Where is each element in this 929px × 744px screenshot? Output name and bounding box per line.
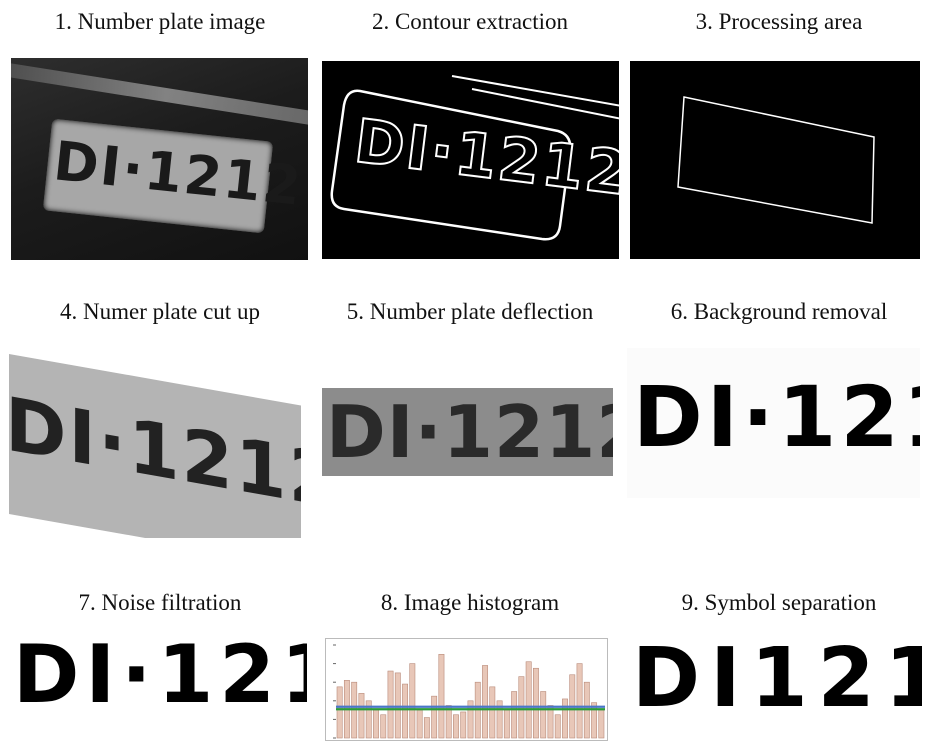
number-plate-photo: DI·1212: [11, 58, 308, 260]
caption-step-6: 6. Background removal: [624, 299, 929, 325]
histogram-bar: [461, 712, 466, 738]
histogram-bar: [373, 710, 378, 738]
plate-cutout-body: DI·1212: [9, 354, 301, 538]
binarized-characters: DI·1212: [633, 368, 920, 466]
car-chrome-strip: [11, 62, 308, 127]
histogram-bar: [453, 715, 458, 738]
histogram-bar: [591, 703, 596, 738]
histogram-bar: [577, 664, 582, 738]
histogram-bar: [402, 684, 407, 738]
caption-step-5: 5. Number plate deflection: [315, 299, 625, 325]
separated-symbols: DI1212: [632, 643, 922, 718]
image-histogram: [325, 638, 608, 741]
symbol-separation-image: DI1212: [632, 643, 922, 718]
deflection-characters: DI·1212: [326, 390, 613, 474]
histogram-bar: [381, 715, 386, 738]
histogram-bar: [395, 673, 400, 738]
filtered-characters: DI·1212: [13, 638, 307, 716]
histogram-bar: [511, 692, 516, 739]
histogram-bar: [359, 693, 364, 738]
histogram-bar: [424, 718, 429, 738]
plate-body: DI·1212: [43, 119, 273, 234]
cutout-characters: DI·1212: [9, 381, 301, 526]
plate-cutout-image: DI·1212: [9, 348, 301, 538]
histogram-bar: [504, 710, 509, 738]
caption-step-8: 8. Image histogram: [315, 590, 625, 616]
caption-step-3: 3. Processing area: [624, 9, 929, 35]
histogram-bar: [541, 692, 546, 739]
histogram-bar: [490, 687, 495, 738]
caption-step-7: 7. Noise filtration: [5, 590, 315, 616]
histogram-bar: [417, 710, 422, 738]
histogram-plot: [326, 639, 608, 741]
histogram-bar: [562, 699, 567, 738]
histogram-bar: [533, 668, 538, 738]
caption-step-2: 2. Contour extraction: [315, 9, 625, 35]
histogram-bar: [439, 654, 444, 738]
caption-step-4: 4. Numer plate cut up: [5, 299, 315, 325]
histogram-bar: [482, 665, 487, 738]
histogram-bar: [410, 664, 415, 738]
histogram-bar: [599, 710, 604, 738]
background-removed-image: DI·1212: [627, 348, 920, 498]
deflection-corrected-image: DI·1212: [322, 388, 613, 476]
contour-image: DI·1212: [322, 61, 619, 259]
caption-step-9: 9. Symbol separation: [624, 590, 929, 616]
plate-characters: DI·1212: [51, 129, 306, 218]
histogram-bar: [526, 662, 531, 738]
histogram-bar: [555, 715, 560, 738]
histogram-bar: [388, 671, 393, 738]
caption-step-1: 1. Number plate image: [5, 9, 315, 35]
histogram-bar: [337, 687, 342, 738]
processing-area-outline: [630, 61, 920, 259]
histogram-bar: [432, 696, 437, 738]
noise-filtered-image: DI·1212: [11, 638, 307, 716]
processing-area-image: [630, 61, 920, 259]
